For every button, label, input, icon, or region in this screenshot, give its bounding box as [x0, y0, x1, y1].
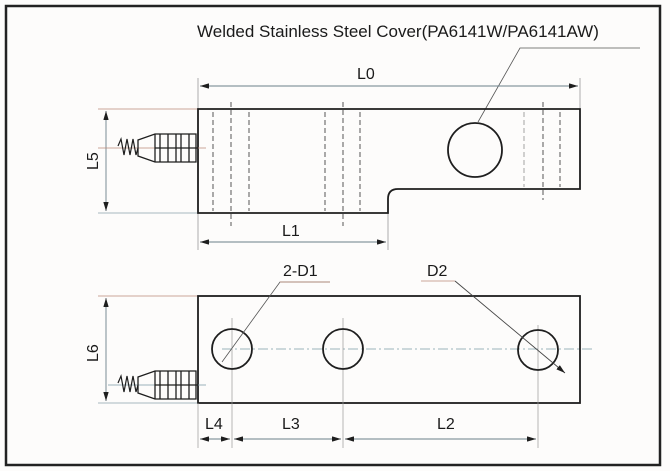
d1-label: 2-D1 — [283, 263, 318, 280]
l5-label: L5 — [85, 152, 102, 170]
d1-leader-line — [221, 281, 330, 363]
l4-label: L4 — [205, 416, 223, 433]
l3-label: L3 — [282, 416, 300, 433]
front-view: L6 2-D1 D2 L4 L3 L2 — [85, 263, 592, 448]
mounting-hole-1 — [211, 328, 253, 370]
hidden-lines — [212, 102, 561, 226]
d2-label: D2 — [427, 263, 448, 280]
cable-connector-front — [108, 370, 206, 400]
l2-label: L2 — [437, 416, 455, 433]
load-hole — [517, 329, 559, 371]
top-view: L0 L1 L5 — [85, 66, 581, 250]
mounting-hole-2 — [322, 328, 364, 370]
l1-label: L1 — [282, 223, 300, 240]
front-view-body-outline — [197, 295, 581, 404]
cable-connector-top — [98, 133, 206, 163]
drawing-frame — [4, 4, 662, 467]
cover-circle — [447, 122, 503, 178]
cover-leader-line — [477, 47, 640, 123]
l6-label: L6 — [85, 344, 102, 362]
l0-label: L0 — [357, 66, 375, 83]
top-view-body-outline — [197, 108, 581, 214]
d2-leader-line — [454, 280, 566, 374]
drawing-title: Welded Stainless Steel Cover(PA6141W/PA6… — [197, 22, 599, 41]
